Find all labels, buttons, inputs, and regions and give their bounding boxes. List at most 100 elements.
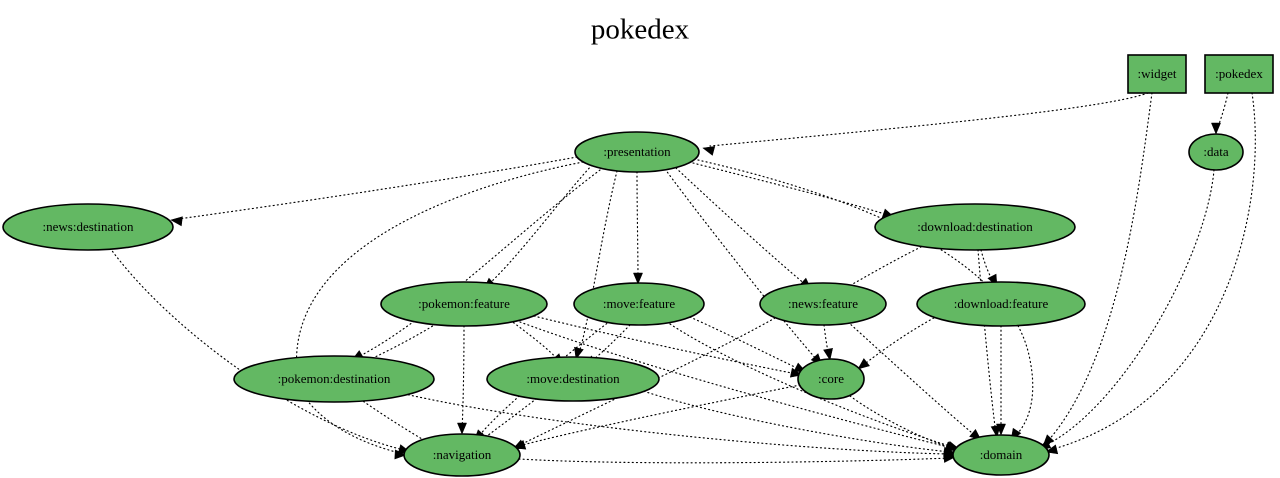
node-label: :presentation — [603, 144, 671, 159]
graph-node-news_feature[interactable]: :news:feature — [759, 282, 887, 326]
edge-line — [664, 168, 819, 362]
edge-arrowhead — [944, 441, 958, 452]
node-label: :download:destination — [917, 219, 1033, 234]
graph-edge — [823, 324, 833, 361]
node-ellipse[interactable] — [952, 434, 1050, 476]
edge-line — [487, 164, 593, 286]
node-box[interactable] — [1127, 54, 1187, 94]
edge-line — [109, 247, 405, 451]
graph-node-core[interactable]: :core — [797, 358, 865, 400]
edge-line — [296, 161, 584, 455]
node-label: :move:destination — [526, 371, 620, 386]
edge-arrowhead — [1211, 122, 1221, 135]
node-ellipse[interactable] — [380, 281, 548, 327]
node-ellipse[interactable] — [573, 282, 705, 326]
graph-edge — [857, 311, 946, 370]
edge-line — [395, 391, 951, 455]
graph-node-pokemon_destination[interactable]: :pokemon:destination — [233, 355, 435, 403]
edge-line — [588, 324, 631, 364]
edge-line — [359, 398, 435, 447]
edge-line — [847, 321, 978, 438]
graph-node-move_feature[interactable]: :move:feature — [573, 282, 705, 326]
graph-node-pokemon_feature[interactable]: :pokemon:feature — [380, 281, 548, 327]
graph-edge — [996, 325, 1006, 436]
node-label: :news:destination — [43, 219, 134, 234]
edge-arrowhead — [633, 272, 643, 285]
edge-arrowhead — [574, 346, 584, 360]
edge-arrowhead — [457, 422, 467, 435]
edge-line — [529, 314, 798, 375]
graph-node-download_destination[interactable]: :download:destination — [874, 203, 1076, 251]
node-label: :core — [818, 371, 844, 386]
edge-line — [849, 395, 953, 449]
edge-line — [689, 316, 802, 371]
node-ellipse[interactable] — [2, 203, 174, 251]
node-ellipse[interactable] — [759, 282, 887, 326]
node-label: :download:feature — [954, 296, 1049, 311]
graph-edge — [849, 395, 958, 452]
edge-arrowhead — [943, 453, 956, 463]
edges-layer — [109, 92, 1256, 464]
node-label: :navigation — [433, 447, 492, 462]
graph-edge — [574, 170, 618, 360]
graph-node-download_feature[interactable]: :download:feature — [916, 281, 1086, 327]
edge-line — [834, 244, 926, 295]
graph-edge — [702, 92, 1149, 156]
node-label: :widget — [1138, 66, 1177, 81]
node-ellipse[interactable] — [403, 433, 521, 477]
edge-line — [357, 169, 601, 358]
graph-node-data[interactable]: :data — [1188, 133, 1244, 171]
graph-node-widget[interactable]: :widget — [1127, 54, 1187, 94]
graph-edge — [1211, 92, 1229, 135]
graph-node-domain[interactable]: :domain — [952, 434, 1050, 476]
edge-line — [861, 311, 946, 367]
graph-edge — [518, 453, 956, 464]
node-label: :news:feature — [788, 296, 858, 311]
edge-arrowhead — [857, 358, 870, 370]
node-ellipse[interactable] — [486, 356, 660, 402]
node-ellipse[interactable] — [874, 203, 1076, 251]
graph-node-navigation[interactable]: :navigation — [403, 433, 521, 477]
edge-line — [577, 170, 618, 357]
edge-line — [517, 317, 776, 447]
node-label: :move:feature — [603, 296, 675, 311]
node-box[interactable] — [1204, 54, 1274, 94]
graph-title: pokedex — [591, 14, 690, 46]
node-ellipse[interactable] — [233, 355, 435, 403]
edge-arrowhead — [170, 216, 183, 227]
node-label: :domain — [980, 447, 1023, 462]
edge-line — [692, 162, 889, 216]
node-ellipse[interactable] — [1188, 133, 1244, 171]
edge-line — [636, 171, 639, 282]
graph-node-presentation[interactable]: :presentation — [574, 131, 700, 173]
edge-line — [709, 92, 1149, 147]
edge-line — [675, 167, 807, 286]
graph-node-move_destination[interactable]: :move:destination — [486, 356, 660, 402]
edge-line — [1043, 169, 1215, 447]
edge-line — [1049, 92, 1256, 451]
edge-line — [177, 156, 578, 220]
edge-arrowhead — [990, 425, 1001, 438]
edge-line — [1046, 92, 1153, 443]
nodes-layer: :widget :pokedex :data :presentation :news:d… — [2, 54, 1274, 477]
node-ellipse[interactable] — [916, 281, 1086, 327]
graph-edge — [633, 171, 643, 285]
edge-arrowhead — [996, 423, 1006, 436]
graph-edge — [457, 325, 467, 435]
node-label: :pokemon:feature — [418, 296, 510, 311]
edge-line — [518, 457, 951, 464]
edge-arrowhead — [823, 348, 833, 361]
node-label: :pokemon:destination — [278, 371, 391, 386]
graph-node-news_destination[interactable]: :news:destination — [2, 203, 174, 251]
node-ellipse[interactable] — [574, 131, 700, 173]
node-ellipse[interactable] — [797, 358, 865, 400]
node-label: :pokedex — [1215, 66, 1263, 81]
node-label: :data — [1203, 144, 1228, 159]
graph-edge — [170, 156, 578, 227]
edge-arrowhead — [702, 146, 716, 156]
graph-node-pokedex[interactable]: :pokedex — [1204, 54, 1274, 94]
edge-line — [639, 389, 951, 453]
